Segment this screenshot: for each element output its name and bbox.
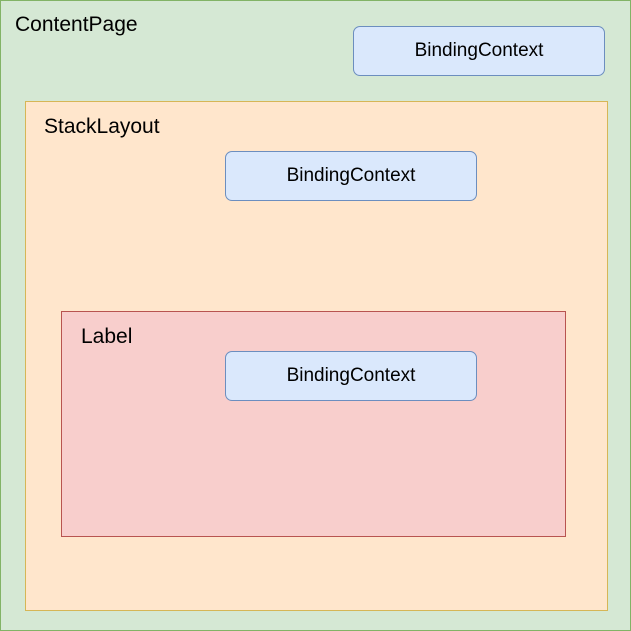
label-container xyxy=(61,311,566,537)
stack-layout-binding-context: BindingContext xyxy=(225,151,477,201)
content-page-binding-context: BindingContext xyxy=(353,26,605,76)
label-binding-context: BindingContext xyxy=(225,351,477,401)
content-page-title: ContentPage xyxy=(15,13,138,36)
stack-layout-title: StackLayout xyxy=(44,115,160,138)
label-title: Label xyxy=(81,325,133,348)
